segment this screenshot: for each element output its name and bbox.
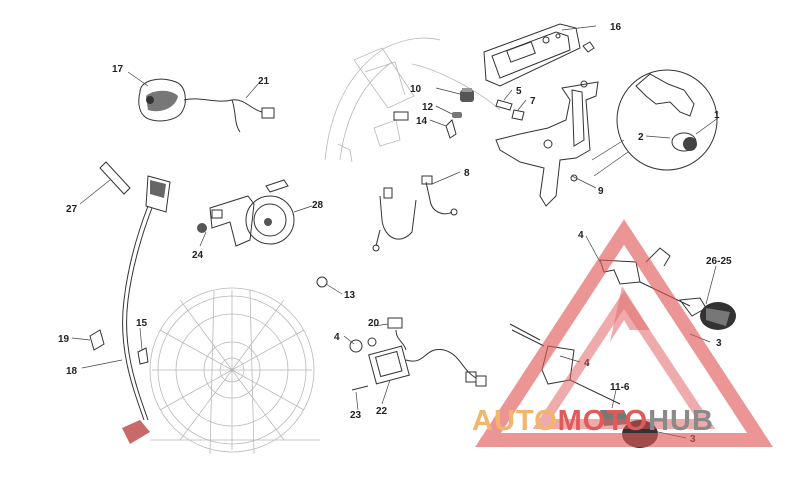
watermark-logo	[475, 219, 773, 447]
callout-3-right: 3	[716, 338, 722, 349]
callout-22: 22	[376, 406, 388, 417]
callout-27: 27	[66, 204, 78, 215]
horn	[197, 179, 295, 247]
callout-19: 19	[58, 334, 70, 345]
callout-1: 1	[714, 110, 720, 121]
callout-18: 18	[66, 366, 78, 377]
watermark-moto: MOTO	[558, 405, 648, 437]
voltage-regulator	[316, 276, 487, 391]
callout-20: 20	[368, 318, 380, 329]
callout-17: 17	[112, 64, 124, 75]
callout-23: 23	[350, 410, 362, 421]
speed-sensor	[89, 329, 149, 365]
leader-lines	[71, 25, 719, 439]
watermark-hub: HUB	[648, 405, 714, 437]
callout-12: 12	[422, 102, 434, 113]
callout-labels: 16 17 21 10 5 7 12 14 1 2 9 8 27 28 24 4…	[58, 22, 732, 445]
callout-28: 28	[312, 200, 324, 211]
callout-10: 10	[410, 84, 422, 95]
callout-21: 21	[258, 76, 270, 87]
callout-8: 8	[464, 168, 470, 179]
wiring-loom	[372, 175, 458, 252]
frame-outline	[324, 37, 501, 163]
mount-hardware	[393, 88, 525, 139]
callout-16: 16	[610, 22, 622, 33]
dashboard-instrument	[483, 23, 595, 87]
callout-24: 24	[192, 250, 204, 261]
front-wheel-ghost	[149, 287, 320, 455]
callout-15: 15	[136, 318, 148, 329]
headlight-bracket	[495, 80, 599, 207]
svg-text:AUTOMOTOHUB: AUTOMOTOHUB	[472, 405, 714, 437]
callout-2: 2	[638, 132, 644, 143]
brake-cable	[99, 161, 171, 444]
detail-inset	[591, 69, 718, 177]
watermark-auto: AUTO	[472, 405, 558, 437]
callout-26-25: 26-25	[706, 256, 732, 267]
callout-11-6: 11-6	[610, 382, 630, 393]
callout-13: 13	[344, 290, 356, 301]
handlebar-switch	[138, 78, 275, 133]
callout-9: 9	[598, 186, 604, 197]
callout-14: 14	[416, 116, 428, 127]
callout-4-top: 4	[578, 230, 584, 241]
callout-7: 7	[530, 96, 536, 107]
callout-4-left: 4	[334, 332, 340, 343]
callout-5: 5	[516, 86, 522, 97]
